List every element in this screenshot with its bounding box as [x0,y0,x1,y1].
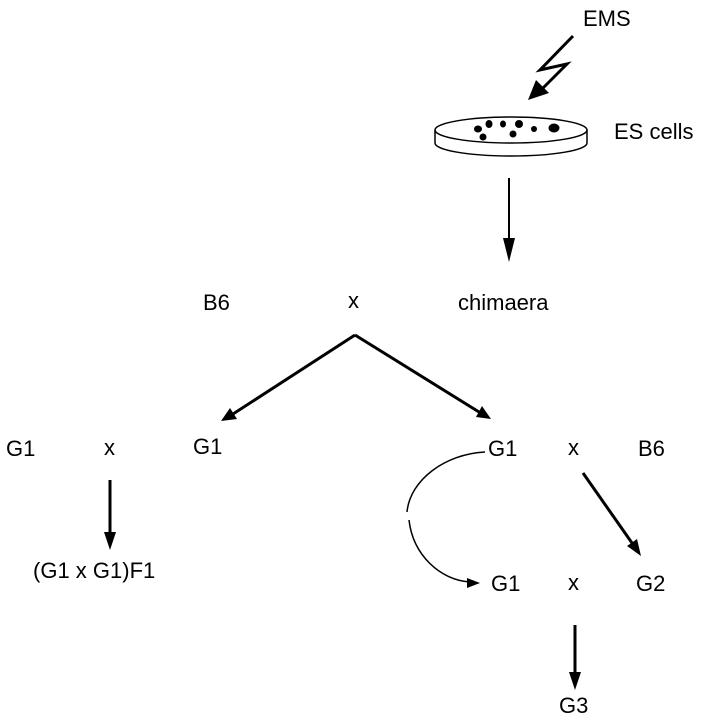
cross-symbol-top: x [348,288,359,313]
mutagen-label: EMS [583,6,631,31]
arrow-cross-to-left-g1 [221,333,356,421]
g1-right-label: G1 [488,436,517,461]
arrow-dish-to-cross [503,178,515,262]
arrow-right-cross-to-g2 [581,472,641,556]
chimaera-label: chimaera [458,290,549,315]
g1-left-a-label: G1 [6,436,35,461]
es-cells-label: ES cells [614,119,693,144]
f1-result-label: (G1 x G1)F1 [33,558,155,583]
arrow-cross-to-right-g1 [354,333,491,419]
arrow-g1-backcross-curve [406,451,486,588]
cross-symbol-right: x [568,435,579,460]
cross-symbol-bottom: x [568,570,579,595]
lightning-bolt-icon [528,34,575,100]
g2-label: G2 [636,571,665,596]
cross-symbol-left: x [104,435,115,460]
parent-b6-label: B6 [203,290,230,315]
cell-colonies [474,120,560,141]
g1-left-b-label: G1 [193,434,222,459]
arrow-bottom-cross-to-g3 [569,625,581,690]
g3-label: G3 [559,693,588,718]
g1-bottom-label: G1 [491,571,520,596]
culture-dish-icon [434,116,588,157]
arrow-left-cross-to-f1 [104,480,116,550]
b6-right-label: B6 [638,436,665,461]
